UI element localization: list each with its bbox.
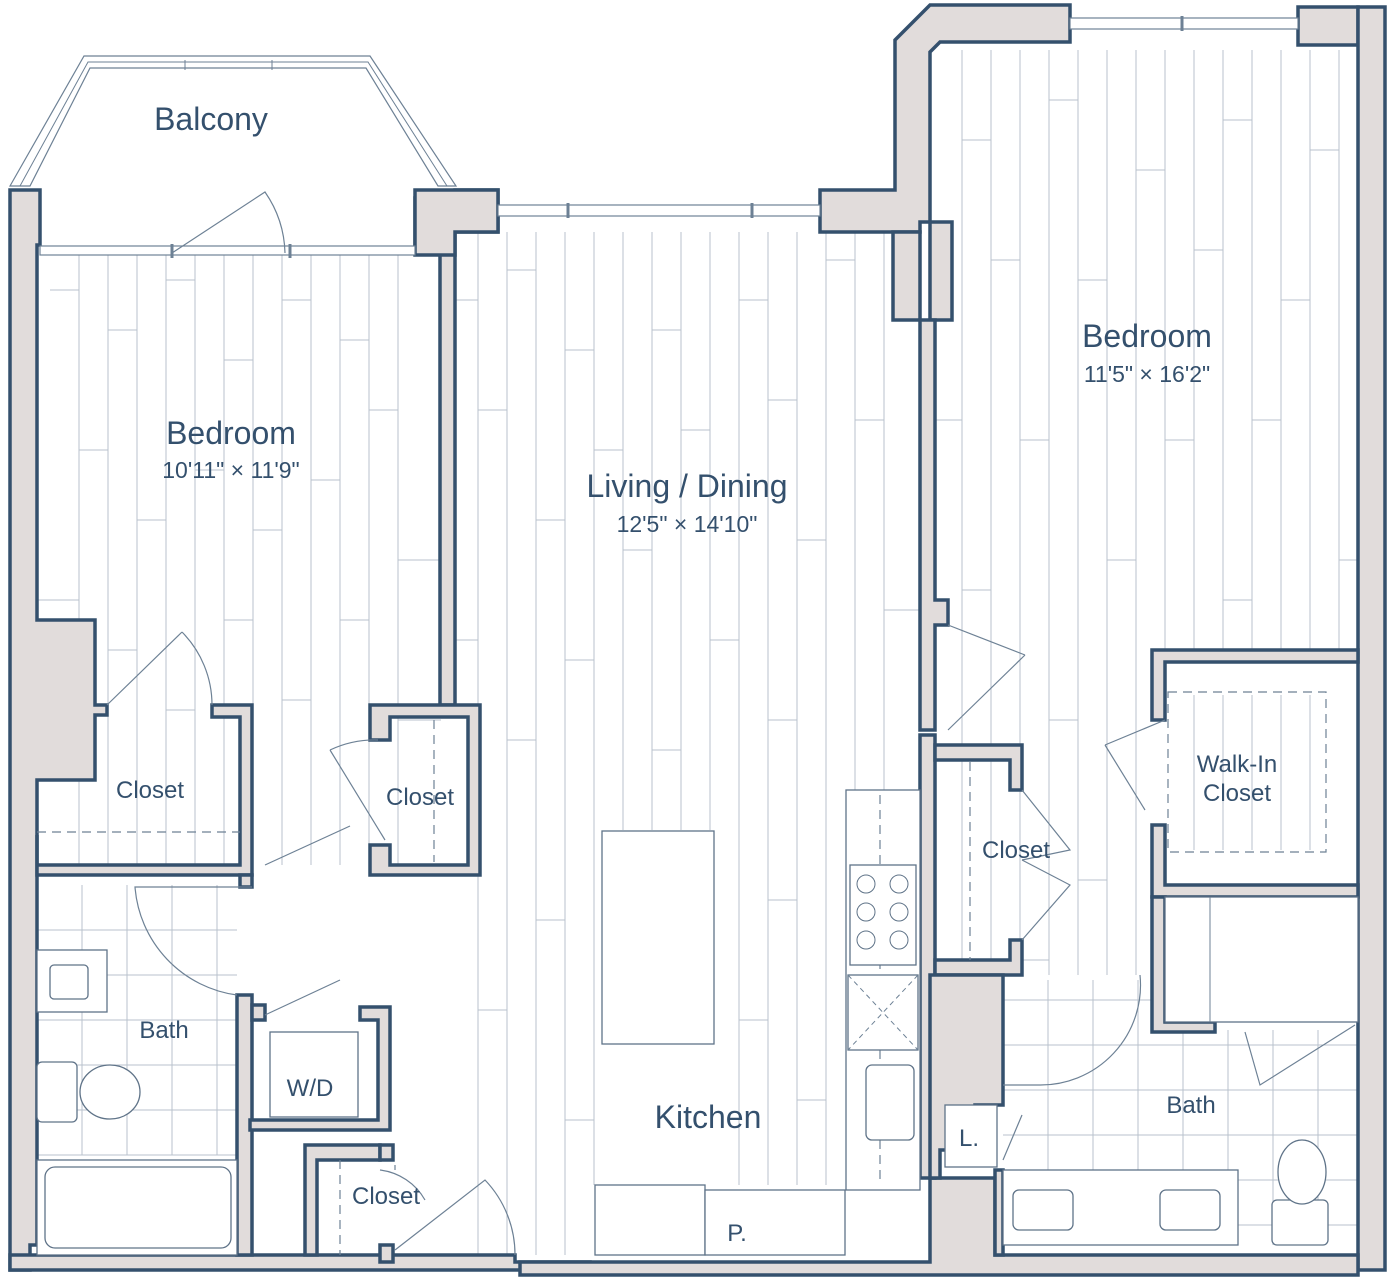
balcony-railing	[8, 55, 458, 187]
floor-planks-living	[455, 232, 920, 1262]
right-bath-fixtures	[944, 896, 1359, 1246]
pantry-label: P.	[727, 1220, 747, 1247]
bedroom-right-dims: 11'5" × 16'2"	[1084, 361, 1210, 387]
pantry-box	[704, 1189, 846, 1256]
room-labels: Balcony Bedroom 10'11" × 11'9" Living / …	[116, 101, 1277, 1247]
kitchen-fixtures	[594, 789, 921, 1256]
closet-right-bedroom-label: Closet	[982, 837, 1050, 864]
linen-label: L.	[959, 1125, 979, 1152]
toilet-tank-icon	[1271, 1199, 1329, 1246]
floor-planks-right-bedroom	[935, 45, 1358, 975]
left-bath-fixtures	[36, 949, 359, 1256]
bath-right-label: Bath	[1166, 1092, 1215, 1119]
washer-dryer-icon	[269, 1031, 359, 1118]
dishwasher-icon	[847, 974, 919, 1051]
bedroom-left-dims: 10'11" × 11'9"	[162, 457, 299, 483]
door-swings	[106, 191, 1356, 1256]
bedroom-left-label: Bedroom	[166, 415, 296, 451]
toilet-tank-icon	[36, 1061, 78, 1123]
closet-entry-label: Closet	[352, 1183, 420, 1210]
bath-left-label: Bath	[139, 1017, 188, 1044]
closet-left-bedroom-label: Closet	[116, 777, 184, 804]
bedroom-right-label: Bedroom	[1082, 318, 1212, 354]
floor-planks-walk-in	[1193, 695, 1311, 850]
sink-icon	[865, 1064, 915, 1141]
toilet-bowl-icon	[79, 1064, 141, 1120]
range-icon	[849, 864, 917, 966]
kitchen-island	[601, 830, 715, 1045]
living-dining-dims: 12'5" × 14'10"	[617, 511, 758, 537]
toilet-bowl-icon	[1277, 1139, 1327, 1205]
kitchen-label: Kitchen	[655, 1099, 762, 1135]
balcony-label: Balcony	[154, 101, 268, 137]
walk-in-closet-label-1: Walk-In	[1197, 751, 1277, 778]
washer-dryer-label: W/D	[287, 1075, 334, 1102]
closet-hall-label: Closet	[386, 784, 454, 811]
walk-in-closet-label-2: Closet	[1203, 780, 1271, 807]
shower-icon	[1164, 896, 1359, 1023]
exterior-walls	[8, 3, 1387, 1277]
linen-closet-box	[944, 1104, 998, 1168]
living-dining-label: Living / Dining	[587, 468, 788, 504]
fridge-icon	[594, 1184, 706, 1256]
closet-shelves	[37, 691, 1327, 1255]
windows	[39, 16, 1299, 258]
